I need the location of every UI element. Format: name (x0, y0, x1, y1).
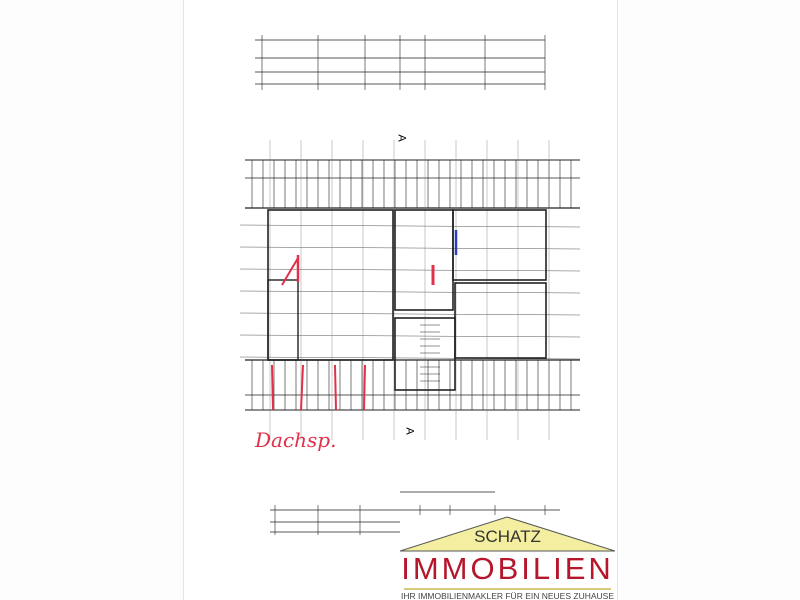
logo-name-main: IMMOBILIEN (401, 551, 614, 586)
section-marker-top: A (395, 134, 408, 142)
red-roof-mark (363, 364, 366, 411)
grid-line (239, 268, 581, 272)
company-logo: SCHATZ IMMOBILIEN IHR IMMOBILIENMAKLER F… (400, 515, 615, 600)
grid-line (239, 246, 581, 250)
room-bedroom-1 (267, 209, 394, 361)
attic-annotation: Dachsp. (255, 428, 337, 452)
room-storage (267, 279, 299, 361)
red-roof-mark (271, 364, 274, 411)
grid-line (239, 334, 581, 338)
logo-name-top: SCHATZ (474, 527, 541, 546)
red-roof-mark (334, 364, 337, 411)
room-bedroom-2 (452, 209, 547, 281)
room-bath (394, 209, 454, 311)
stairwell (394, 317, 456, 391)
grid-line (239, 224, 581, 228)
logo-tagline: IHR IMMOBILIENMAKLER FÜR EIN NEUES ZUHAU… (400, 591, 614, 600)
red-roof-mark (300, 364, 304, 411)
red-diagonal-mark (281, 257, 299, 286)
section-marker-bottom: A (403, 427, 416, 435)
room-bedroom-3 (454, 282, 547, 359)
grid-line (239, 290, 581, 294)
logo-divider (404, 588, 611, 590)
grid-line (239, 312, 581, 316)
roof-shape (400, 516, 615, 552)
